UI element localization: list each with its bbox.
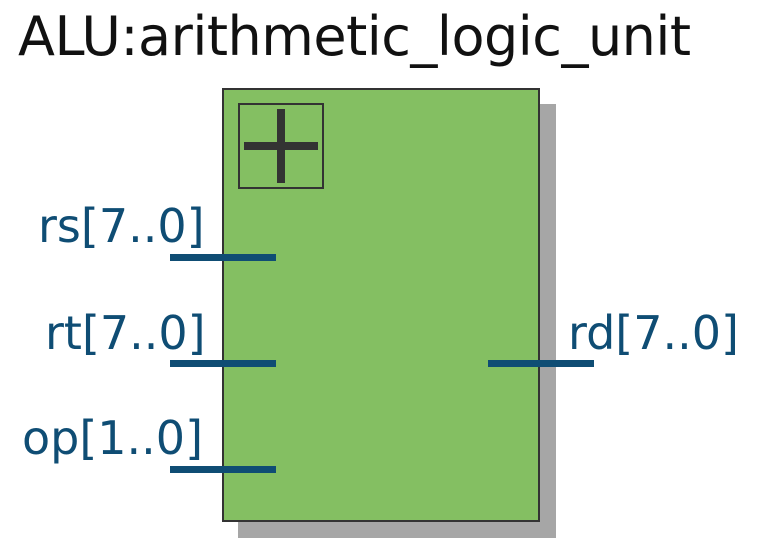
input-wire-rs[interactable] xyxy=(170,254,276,261)
plus-icon xyxy=(238,103,324,189)
input-port-label-rt: rt[7..0] xyxy=(45,306,206,360)
input-wire-rt[interactable] xyxy=(170,360,276,367)
output-port-label-rd: rd[7..0] xyxy=(568,306,739,360)
entity-title: ALU:arithmetic_logic_unit xyxy=(18,5,691,68)
input-port-label-rs: rs[7..0] xyxy=(38,199,205,253)
input-port-label-op: op[1..0] xyxy=(22,411,204,465)
alu-block[interactable] xyxy=(222,88,540,522)
plus-icon-vertical xyxy=(277,109,285,183)
output-wire-rd[interactable] xyxy=(488,360,594,367)
input-wire-op[interactable] xyxy=(170,466,276,473)
